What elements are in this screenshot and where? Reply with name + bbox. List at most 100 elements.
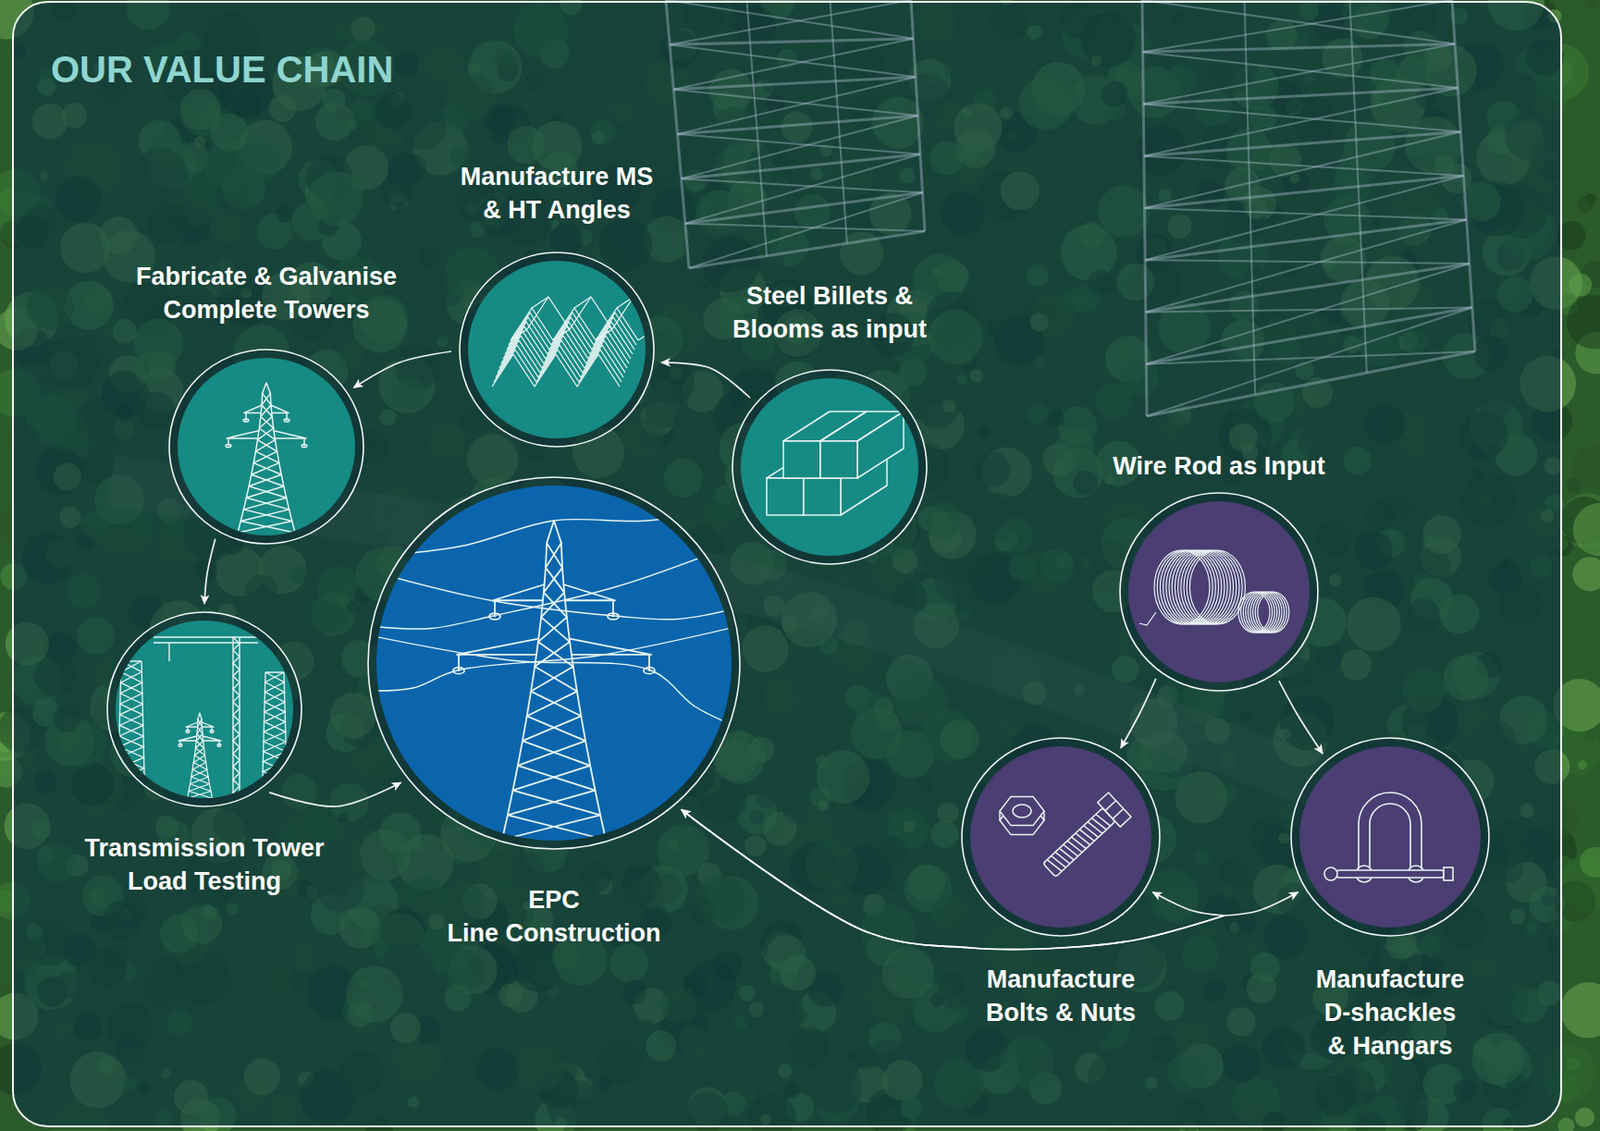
power-line <box>369 505 739 557</box>
angle-edge <box>616 296 634 308</box>
tower-brace <box>677 134 922 155</box>
tower-peak <box>262 382 271 394</box>
tree-crown <box>1566 295 1600 349</box>
node-icon <box>766 411 904 516</box>
circle-fill <box>177 357 356 536</box>
flow-arrow <box>204 539 216 604</box>
bolt-thread <box>1063 842 1079 859</box>
tower-crossbar <box>1145 263 1470 313</box>
node-shape <box>1119 492 1319 692</box>
label-group: EPC Line Construction <box>429 883 679 950</box>
circle-ring <box>107 612 302 807</box>
bolt-thread <box>1071 835 1087 851</box>
pin-ring <box>1324 867 1338 881</box>
bolt-head <box>1097 792 1132 827</box>
angle-bar <box>495 344 624 378</box>
node-icon <box>1139 550 1290 633</box>
tower-crossbar <box>1144 220 1467 261</box>
crane-jib <box>153 636 259 638</box>
tower-brace <box>681 115 919 179</box>
tower-brace <box>1143 51 1459 88</box>
tower-arm <box>456 639 539 655</box>
circle-ring <box>732 369 927 565</box>
tower-brace <box>185 719 212 806</box>
tower-symbol <box>225 382 308 533</box>
billet-symbol <box>820 411 904 479</box>
insulator-cap <box>243 418 249 422</box>
tower-arm <box>563 584 616 601</box>
power-line <box>369 635 739 728</box>
coil-ring <box>1171 550 1228 625</box>
tower-crossbar <box>1144 175 1465 209</box>
insulator-cap <box>178 744 183 748</box>
tower-symbol <box>178 713 222 806</box>
billet-face <box>766 478 804 516</box>
insulator-cap <box>489 613 501 620</box>
tower-leg <box>237 393 263 533</box>
coil-tail <box>1139 612 1157 626</box>
tower-brace <box>1144 259 1470 264</box>
label-group: Transmission Tower Load Testing <box>70 831 339 899</box>
label-group: Fabricate & Galvanise Complete Towers <box>127 259 406 327</box>
tower-brace <box>673 89 918 116</box>
tower-brace <box>673 38 913 90</box>
coil-symbol <box>1139 550 1290 633</box>
flow-arrow <box>269 782 401 807</box>
angle-bar <box>506 317 635 350</box>
coil-ring <box>1178 550 1234 625</box>
label-group: Steel Billets & Blooms as input <box>713 279 946 346</box>
background-tower <box>1142 0 1476 417</box>
bolt-head-edge <box>1112 808 1124 819</box>
node-label: Fabricate & Galvanise Complete Towers <box>127 259 406 327</box>
shackle-symbol <box>1324 792 1453 883</box>
node-shape <box>458 251 655 448</box>
insulator-cap <box>643 667 655 675</box>
tower-arm <box>201 722 214 727</box>
node-label: Steel Billets & Blooms as input <box>713 279 946 346</box>
tower-brace <box>689 192 924 269</box>
node-label: Manufacture Bolts & Nuts <box>968 962 1154 1030</box>
panel-border <box>12 1 1562 1127</box>
circle-ring <box>169 349 364 544</box>
angle-bar <box>501 331 629 364</box>
tree-crown <box>1560 982 1600 1038</box>
bolt-head-edge <box>1105 800 1117 812</box>
tree-crown <box>1587 0 1599 11</box>
label-group: Manufacture MS & HT Angles <box>454 160 660 227</box>
coil-ring <box>1163 550 1219 625</box>
node-shape <box>960 737 1161 937</box>
node-icon <box>999 792 1132 883</box>
bolt-thread <box>1091 816 1107 833</box>
crane-symbol <box>153 637 259 812</box>
tower-brace <box>1145 307 1473 313</box>
bolt-thread <box>1067 838 1083 855</box>
bolt-thread <box>1051 853 1067 870</box>
tower-brace <box>237 393 293 533</box>
shackle-pin <box>1336 870 1444 878</box>
column-top <box>265 671 284 673</box>
coil-ring <box>1186 550 1243 625</box>
node-shape <box>1290 737 1490 937</box>
tower-arm <box>270 405 289 413</box>
coil-ring <box>1183 550 1240 625</box>
background-tower <box>665 0 925 269</box>
tree-crown <box>1573 444 1600 491</box>
tower-peak <box>546 520 562 543</box>
tower-crossbar <box>669 38 913 46</box>
insulator-cap <box>453 667 465 675</box>
angle-bar <box>497 340 626 373</box>
tower-crossbar <box>681 154 921 180</box>
pin-nut <box>1443 867 1453 881</box>
bolt-thread <box>1079 827 1095 844</box>
tower-brace <box>1144 156 1465 176</box>
coil-ring <box>1257 591 1290 633</box>
nut-hole <box>1012 804 1032 818</box>
tower-arm <box>226 430 259 439</box>
tower-brace <box>1145 220 1467 313</box>
tree-crown <box>1568 273 1592 297</box>
insulator-cap <box>301 443 308 447</box>
bolt-shaft <box>1043 808 1116 878</box>
